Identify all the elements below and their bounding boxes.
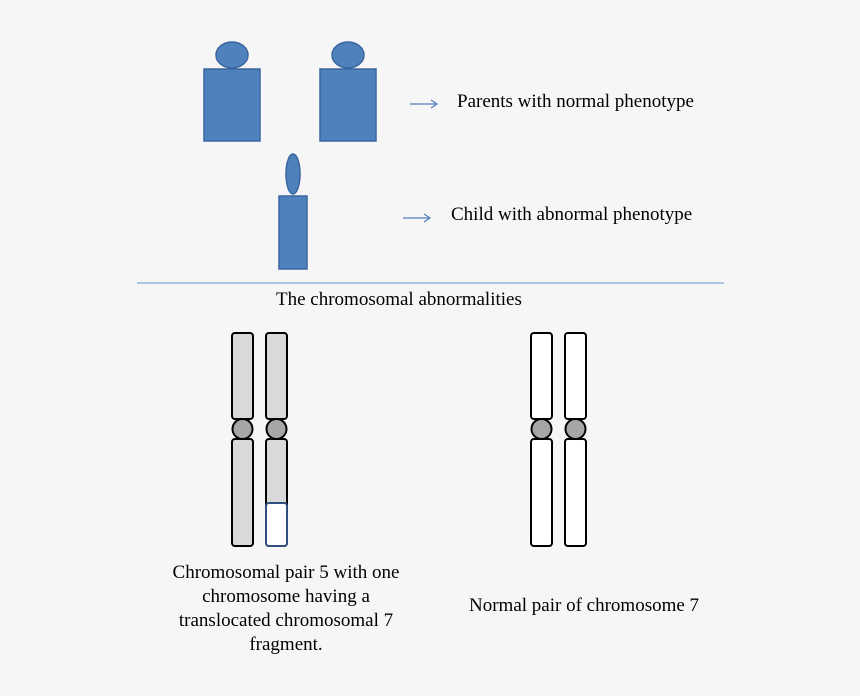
parent-left-body bbox=[203, 68, 261, 142]
centromere bbox=[530, 418, 553, 440]
child-body bbox=[278, 195, 308, 270]
pair-7-caption: Normal pair of chromosome 7 bbox=[469, 595, 700, 616]
parent-left-head bbox=[215, 41, 249, 69]
chromosome-pair-5 bbox=[231, 332, 288, 547]
parent-figure-left bbox=[203, 41, 261, 142]
chromosome-5-b-translocated bbox=[265, 332, 288, 547]
parent-right-head bbox=[331, 41, 365, 69]
pair-5-caption-line: chromosome having a bbox=[202, 586, 370, 607]
translocated-fragment bbox=[265, 502, 288, 547]
parent-right-body bbox=[319, 68, 377, 142]
section-title: The chromosomal abnormalities bbox=[276, 289, 522, 310]
pair-5-caption-line: Chromosomal pair 5 with one bbox=[172, 562, 400, 583]
pair-5-caption-line: fragment. bbox=[249, 634, 323, 655]
centromere bbox=[265, 418, 288, 440]
child-figure bbox=[278, 153, 308, 270]
child-head bbox=[285, 153, 301, 195]
chromosome-7-b bbox=[564, 332, 587, 547]
chromosome-5-a bbox=[231, 332, 254, 547]
centromere bbox=[564, 418, 587, 440]
chromosome-7-a bbox=[530, 332, 553, 547]
pair-5-caption-line: translocated chromosomal 7 bbox=[178, 610, 394, 631]
parents-label: Parents with normal phenotype bbox=[457, 91, 694, 112]
chromosome-pair-7 bbox=[530, 332, 587, 547]
pair-5-caption: Chromosomal pair 5 with one chromosome h… bbox=[146, 561, 426, 657]
arrow-child bbox=[403, 213, 432, 223]
child-label: Child with abnormal phenotype bbox=[451, 204, 693, 225]
parent-figure-right bbox=[319, 41, 377, 142]
centromere bbox=[231, 418, 254, 440]
arrow-parents bbox=[410, 99, 439, 109]
